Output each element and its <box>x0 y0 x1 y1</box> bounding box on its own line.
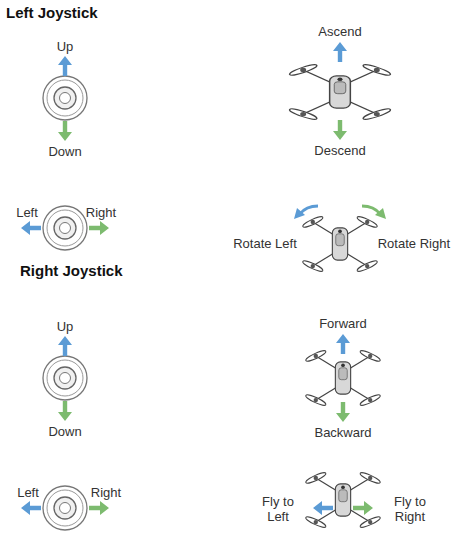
arrow-down <box>336 402 350 422</box>
section-heading: Left Joystick <box>6 4 98 22</box>
direction-label: Up <box>57 39 74 54</box>
direction-label: Left <box>16 205 38 220</box>
direction-label: Right <box>91 485 121 500</box>
action-label: Fly to Left <box>256 494 300 524</box>
drone <box>305 349 382 407</box>
direction-label: Down <box>48 144 81 159</box>
drone <box>305 471 382 529</box>
arrow-up <box>58 56 72 76</box>
joystick <box>43 486 87 530</box>
arrow-up <box>336 334 350 354</box>
direction-label: Right <box>86 205 116 220</box>
rotate-arrow <box>362 206 386 219</box>
arrow-up <box>58 336 72 356</box>
rotate-arrow <box>294 206 318 219</box>
action-label: Rotate Left <box>233 236 297 251</box>
arrow-down <box>333 120 347 140</box>
action-label: Fly to Right <box>387 494 433 524</box>
arrow-right <box>353 501 373 515</box>
arrow-left <box>313 501 333 515</box>
arrow-down <box>58 401 72 421</box>
joystick <box>43 356 87 400</box>
action-label: Forward <box>319 316 367 331</box>
direction-label: Down <box>48 424 81 439</box>
direction-label: Up <box>57 319 74 334</box>
drone <box>288 63 392 121</box>
action-label: Rotate Right <box>378 236 450 251</box>
section-heading: Right Joystick <box>20 262 123 280</box>
drone <box>302 215 379 273</box>
joystick <box>43 76 87 120</box>
arrow-up <box>333 42 347 62</box>
action-label: Ascend <box>318 24 361 39</box>
action-label: Backward <box>314 425 371 440</box>
arrow-right <box>89 221 109 235</box>
arrow-right <box>89 501 109 515</box>
direction-label: Left <box>17 485 39 500</box>
joystick <box>43 206 87 250</box>
action-label: Descend <box>314 143 365 158</box>
arrow-down <box>58 121 72 141</box>
arrow-left <box>21 221 41 235</box>
arrow-left <box>21 501 41 515</box>
